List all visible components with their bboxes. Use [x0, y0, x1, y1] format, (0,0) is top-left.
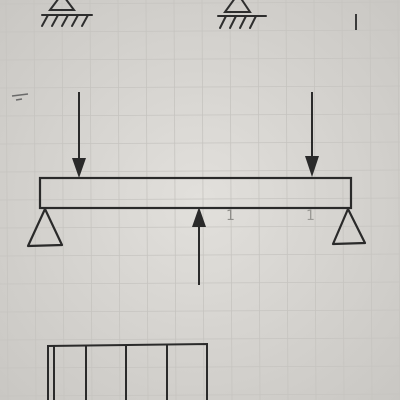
- grid-line-vertical: [117, 0, 121, 400]
- grid-line-vertical: [173, 0, 177, 400]
- reaction-arrow: [192, 207, 206, 285]
- right-pin-support: [331, 207, 367, 246]
- grid-line-horizontal: [0, 1, 400, 5]
- grid-line-horizontal: [0, 57, 400, 61]
- grid-line-vertical: [369, 0, 373, 400]
- grid-line-horizontal: [0, 337, 400, 341]
- grid-line-vertical: [201, 0, 205, 400]
- stray-mark: [11, 93, 29, 101]
- grid-line-vertical: [89, 0, 93, 400]
- grid-line-vertical: [285, 0, 289, 400]
- grid-line-horizontal: [0, 309, 400, 313]
- left-pin-support: [26, 207, 64, 248]
- top-left-support: [41, 0, 93, 27]
- grid-line-vertical: [257, 0, 261, 400]
- grid-line-vertical: [313, 0, 317, 400]
- grid-line-horizontal: [0, 197, 400, 201]
- table-sketch: [47, 342, 208, 400]
- grid-line-vertical: [341, 0, 345, 400]
- grid-line-horizontal: [0, 29, 400, 33]
- grid-line-vertical: [229, 0, 233, 400]
- beam-mark-1: 1: [226, 208, 235, 224]
- grid-line-horizontal: [0, 365, 400, 369]
- top-right-support: [217, 0, 267, 29]
- grid-line-horizontal: [0, 85, 400, 89]
- right-load-arrow: [305, 92, 319, 177]
- grid-line-horizontal: [0, 141, 400, 145]
- grid-line-horizontal: [0, 393, 400, 397]
- grid-line-horizontal: [0, 113, 400, 117]
- grid-line-horizontal: [0, 169, 400, 173]
- grid-line-vertical: [145, 0, 149, 400]
- left-load-arrow: [72, 92, 86, 178]
- beam-mark-2: 1: [306, 208, 315, 224]
- beam: [38, 176, 353, 210]
